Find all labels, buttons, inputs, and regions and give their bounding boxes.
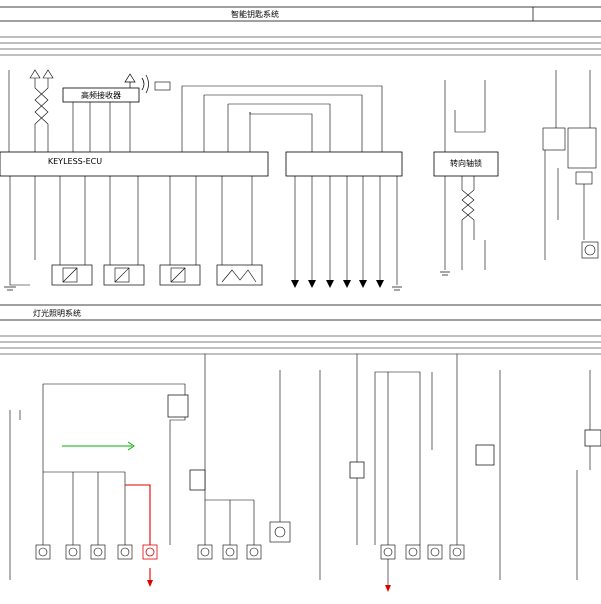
actuator-symbols — [62, 267, 257, 283]
ecu-label: KEYLESS-ECU — [48, 157, 102, 166]
red-highlight-path — [125, 484, 151, 580]
receiver-label: 高频接收器 — [81, 90, 121, 100]
actuator-rear-left — [159, 264, 201, 286]
ecu-output-wires — [9, 176, 253, 286]
antenna-module-box — [285, 151, 403, 177]
door-actuators — [51, 264, 263, 286]
green-marker — [62, 441, 135, 451]
left-twisted-pair — [29, 69, 54, 132]
section-title-lighting: 灯光照明系统 — [33, 308, 81, 318]
lamp-highlighted — [142, 544, 158, 560]
right-relay — [475, 444, 495, 466]
steering-lock-box — [433, 151, 499, 177]
right-switch — [349, 461, 365, 479]
antenna-module-outputs — [294, 176, 398, 285]
lighting-relay — [167, 394, 189, 418]
ground-arrows-mid — [291, 280, 384, 288]
top-power-rails — [0, 36, 601, 56]
lighting-switch — [189, 469, 206, 491]
antenna-icon — [124, 73, 149, 94]
lamp-row-right — [380, 544, 465, 560]
actuator-front-right — [103, 264, 145, 286]
red-ground-arrow — [385, 585, 391, 592]
section-title-smart-key: 智能钥匙系统 — [231, 9, 279, 19]
red-ground-arrow-left — [147, 580, 153, 587]
lamp-row-left — [35, 544, 133, 560]
steering-lock-label: 转向轴锁 — [450, 158, 482, 168]
receiver-box — [62, 87, 140, 103]
lighting-right-wires — [374, 354, 591, 585]
far-right-relay — [584, 429, 601, 447]
receiver-pins — [72, 102, 131, 152]
steering-lock-wires — [444, 80, 486, 152]
right-top-relays — [542, 70, 599, 260]
bottom-title-bar — [0, 304, 601, 321]
actuator-front-left — [51, 264, 93, 286]
top-title-bar — [0, 6, 601, 22]
bottom-power-rails — [0, 335, 601, 355]
steering-twisted-pair — [444, 176, 486, 270]
lighting-mid-wires — [205, 354, 358, 580]
ecu-input-wires — [8, 70, 383, 152]
antenna-unit-box — [154, 81, 171, 91]
lamp-row-middle — [197, 521, 291, 560]
actuator-trunk — [216, 264, 263, 286]
ground-symbols — [4, 271, 450, 291]
keyless-ecu-box — [0, 151, 269, 177]
